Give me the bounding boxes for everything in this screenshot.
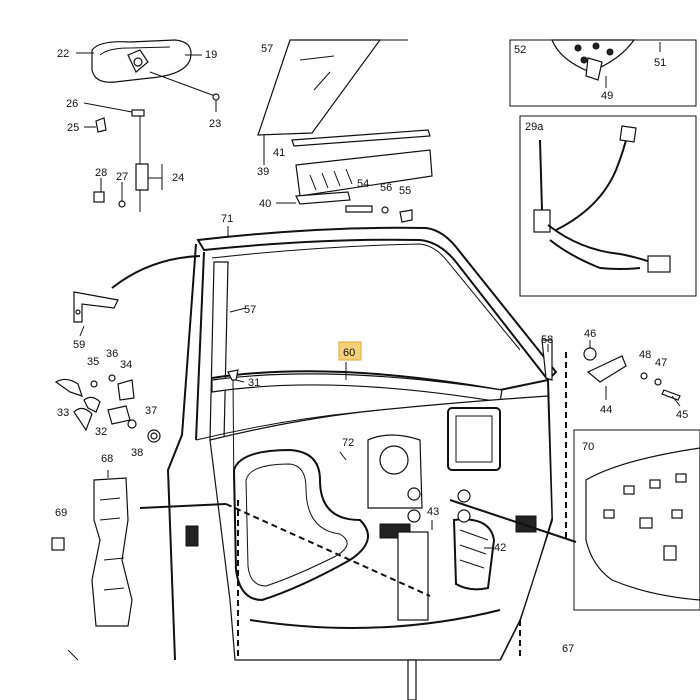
callout-59: 59 — [73, 339, 85, 351]
callout-60: 60 — [343, 347, 355, 359]
callout-26: 26 — [66, 98, 78, 110]
callout-32: 32 — [95, 426, 107, 438]
callout-19: 19 — [205, 49, 217, 61]
callout-35: 35 — [87, 356, 99, 368]
callout-39: 39 — [257, 166, 269, 178]
callout-57: 57 — [244, 304, 256, 316]
callout-51: 51 — [654, 57, 666, 69]
callout-56: 56 — [380, 182, 392, 194]
callout-48: 48 — [639, 349, 651, 361]
callout-27: 27 — [116, 171, 128, 183]
callout-labels: 22 19 57 26 23 25 28 27 24 39 41 40 54 5… — [55, 43, 688, 655]
callout-55: 55 — [399, 185, 411, 197]
callout-46: 46 — [584, 328, 596, 340]
callout-52: 52 — [514, 44, 526, 56]
inset-panel-trim — [573, 429, 700, 611]
callout-29a: 29a — [525, 121, 544, 133]
callout-71: 71 — [221, 213, 233, 225]
callout-47: 47 — [655, 357, 667, 369]
callout-57-top: 57 — [261, 43, 273, 55]
inset-panel-hinge — [509, 39, 697, 107]
callout-49: 49 — [601, 90, 613, 102]
callout-34: 34 — [120, 359, 132, 371]
callout-40: 40 — [259, 198, 271, 210]
leader-lines — [79, 226, 681, 549]
inset-panel-wiring — [519, 115, 697, 297]
mirror-assembly — [76, 39, 220, 212]
callout-25: 25 — [67, 122, 79, 134]
clip-69 — [51, 537, 65, 551]
highlight-box — [338, 341, 362, 361]
callout-33: 33 — [57, 407, 69, 419]
callout-69: 69 — [55, 507, 67, 519]
callout-72: 72 — [342, 437, 354, 449]
lock-parts-cluster — [54, 291, 239, 501]
callout-22: 22 — [57, 48, 69, 60]
window-glass-assembly — [257, 39, 433, 223]
callout-68: 68 — [101, 453, 113, 465]
handle-parts-cluster — [541, 339, 681, 401]
callout-43: 43 — [427, 506, 439, 518]
callout-41: 41 — [273, 147, 285, 159]
callout-44: 44 — [600, 404, 612, 416]
callout-28: 28 — [95, 167, 107, 179]
callout-42: 42 — [494, 542, 506, 554]
bottom-parts — [67, 649, 417, 700]
callout-23: 23 — [209, 118, 221, 130]
regulator-guide-lines — [111, 255, 577, 660]
callout-24: 24 — [172, 172, 184, 184]
callout-58: 58 — [541, 334, 553, 346]
inner-door-panel — [185, 395, 553, 661]
callout-36: 36 — [106, 348, 118, 360]
callout-31: 31 — [248, 377, 260, 389]
callout-70: 70 — [582, 441, 594, 453]
callout-54: 54 — [357, 178, 369, 190]
callout-38: 38 — [131, 447, 143, 459]
callout-37: 37 — [145, 405, 157, 417]
callout-45: 45 — [676, 409, 688, 421]
callout-67: 67 — [562, 643, 574, 655]
bracket-68 — [91, 477, 133, 627]
